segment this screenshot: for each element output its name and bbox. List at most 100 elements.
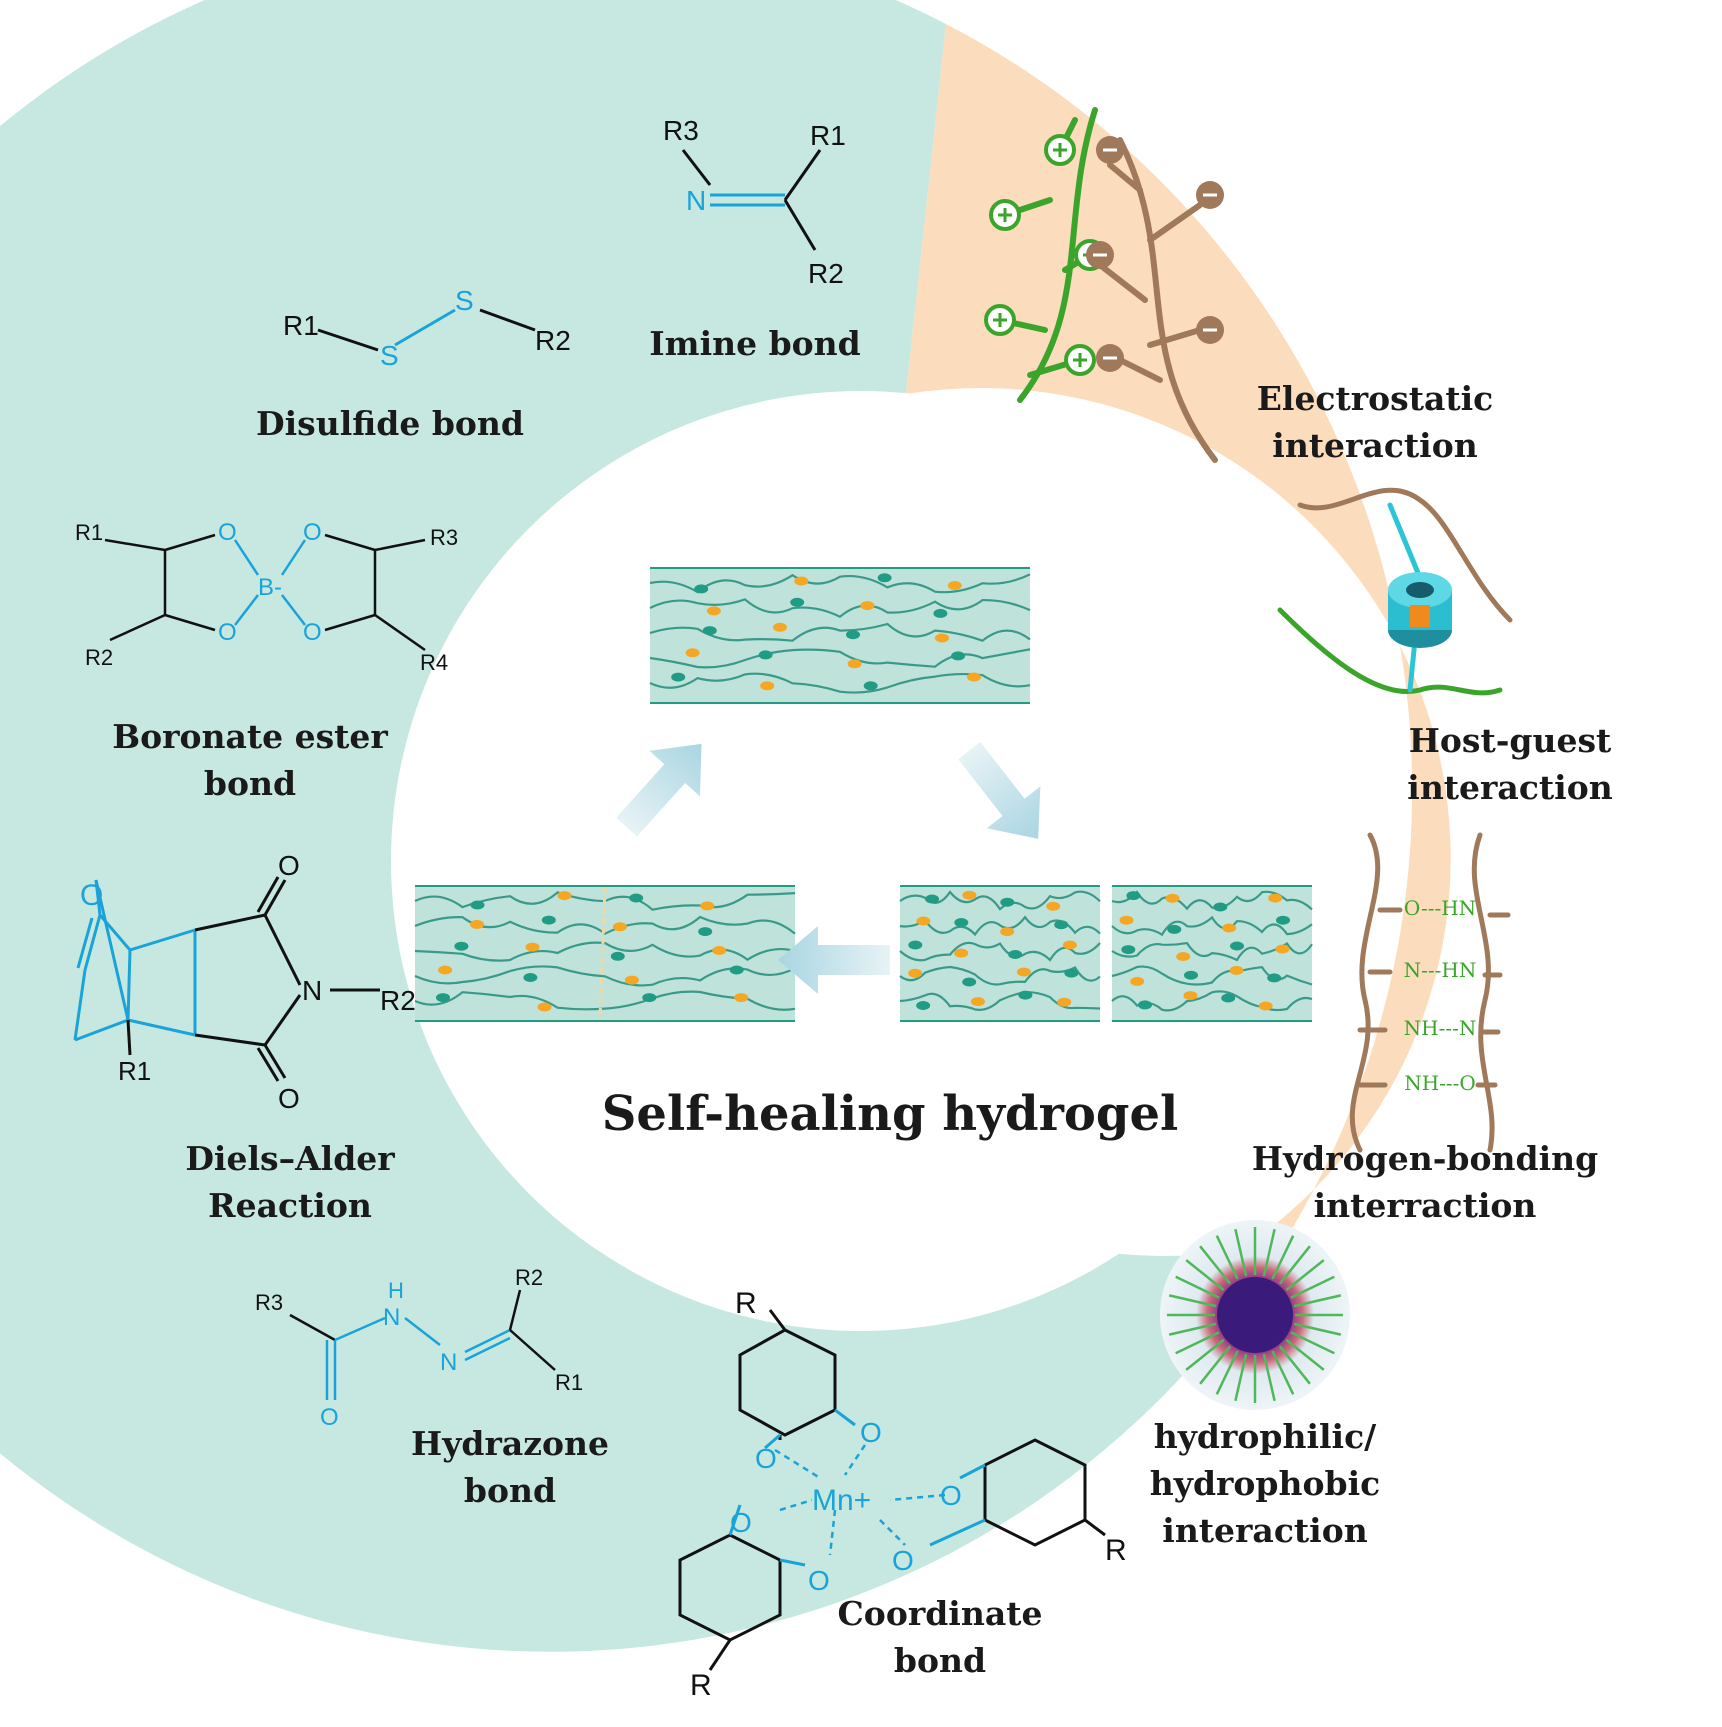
svg-text:O: O xyxy=(80,879,103,912)
coordinate-dashes xyxy=(774,1444,946,1556)
crosslink-bead xyxy=(925,894,940,904)
svg-text:R1: R1 xyxy=(810,120,846,151)
crosslink-bead xyxy=(1222,923,1237,933)
crosslink-bead xyxy=(671,672,686,682)
crosslink-bead xyxy=(1221,993,1236,1003)
crosslink-bead xyxy=(685,648,700,658)
polymer-chain xyxy=(899,990,1101,1011)
crosslink-bead xyxy=(1062,940,1077,950)
negative-charge-icon xyxy=(1096,136,1124,164)
healed-seam xyxy=(598,887,607,1020)
crosslink-bead xyxy=(523,973,538,982)
surfactant-chain xyxy=(1271,1350,1295,1395)
svg-text:O: O xyxy=(218,619,237,646)
crosslink-bead xyxy=(773,622,787,632)
center-disc xyxy=(391,391,1331,1331)
crosslink-bead xyxy=(947,581,962,590)
diels-alder-label-line2: Reaction xyxy=(208,1186,372,1225)
crosslink-bead xyxy=(933,608,948,618)
surfactant-chain xyxy=(1278,1345,1311,1385)
surfactant-chain xyxy=(1290,1275,1335,1299)
crosslink-bead xyxy=(846,630,860,640)
svg-text:O: O xyxy=(278,1083,300,1114)
crosslink-bead xyxy=(1138,1000,1152,1010)
noncovalent-sector xyxy=(906,24,1451,1267)
svg-text:R2: R2 xyxy=(808,258,844,289)
crosslink-bead xyxy=(1229,965,1244,975)
gel-cut-panel-left xyxy=(899,885,1101,1022)
crosslink-bead xyxy=(610,951,625,961)
imine-structure: R3 N R1 R2 xyxy=(663,115,846,289)
svg-text:R2: R2 xyxy=(535,325,571,356)
surfactant-chain xyxy=(1215,1235,1239,1280)
hydrogen-bond-pair: N---HN xyxy=(1404,958,1477,982)
crosslink-bead xyxy=(712,946,727,955)
disulfide-label: Disulfide bond xyxy=(256,404,524,443)
surfactant-chain xyxy=(1290,1331,1335,1355)
hydrazone-label-line2: bond xyxy=(464,1471,556,1510)
svg-text:O: O xyxy=(218,519,237,546)
crosslink-bead xyxy=(1046,901,1061,911)
svg-text:R3: R3 xyxy=(255,1290,283,1315)
svg-text:R: R xyxy=(690,1669,712,1702)
crosslink-bead xyxy=(1275,944,1290,954)
crosslink-bead xyxy=(962,977,977,987)
svg-text:O: O xyxy=(892,1545,914,1576)
positive-charge-icon xyxy=(989,199,1021,231)
surfactant-chain xyxy=(1185,1259,1225,1292)
svg-text:Mn+: Mn+ xyxy=(812,1484,871,1517)
disulfide-structure: R1 S S R2 xyxy=(283,285,571,371)
svg-text:N: N xyxy=(383,1304,400,1331)
svg-text:R: R xyxy=(1105,1534,1127,1567)
crosslink-bead xyxy=(951,651,966,661)
surfactant-chain xyxy=(1199,1245,1232,1285)
crosslink-bead xyxy=(700,901,715,911)
svg-text:R: R xyxy=(735,1287,757,1320)
crosslink-bead xyxy=(436,993,450,1003)
crosslink-bead xyxy=(525,942,540,952)
surfactant-chain xyxy=(1168,1294,1217,1308)
negative-charge-icon xyxy=(1096,344,1124,372)
surfactant-chain xyxy=(1234,1353,1248,1402)
crosslink-bead xyxy=(1000,897,1015,907)
crosslink-bead xyxy=(1000,927,1015,937)
crosslink-bead xyxy=(760,681,775,691)
crosslink-bead xyxy=(454,941,469,951)
positive-charge-icon xyxy=(1044,134,1076,166)
crosslink-bead xyxy=(642,993,657,1003)
diels-alder-structure: O O O N R2 R1 xyxy=(73,850,416,1114)
crosslink-bead xyxy=(541,915,556,925)
cycle-arrow-down xyxy=(958,741,1041,839)
crosslink-bead xyxy=(537,1002,552,1012)
crosslink-bead xyxy=(706,606,721,616)
surfactant-chain xyxy=(1168,1322,1217,1336)
crosslink-bead xyxy=(1130,976,1145,986)
surfactant-chain xyxy=(1262,1353,1276,1402)
negative-charge-icon xyxy=(1196,316,1224,344)
crosslink-bead xyxy=(954,918,969,927)
hydrogen-bond-pair: NH---N xyxy=(1404,1016,1477,1040)
crosslink-bead xyxy=(729,965,744,975)
svg-text:B-: B- xyxy=(258,574,282,601)
cyclodextrin-icon xyxy=(1388,572,1452,648)
svg-text:O: O xyxy=(303,519,322,546)
positive-charge-icon xyxy=(1064,344,1096,376)
svg-text:O: O xyxy=(755,1443,777,1474)
cycle-arrow-left xyxy=(778,926,890,994)
crosslink-bead xyxy=(970,997,985,1007)
crosslink-bead xyxy=(954,948,969,958)
diels-alder-label-line1: Diels–Alder xyxy=(185,1139,395,1178)
surfactant-chain xyxy=(1278,1245,1311,1285)
crosslink-bead xyxy=(470,900,485,910)
crosslink-bead xyxy=(794,576,809,586)
crosslink-bead xyxy=(916,1001,931,1010)
svg-text:R1: R1 xyxy=(75,520,103,545)
crosslink-bead xyxy=(863,681,878,691)
crosslink-bead xyxy=(557,891,572,901)
polymer-chain xyxy=(414,990,796,1011)
boronate-structure: R1 R2 R3 R4 O O O O B- xyxy=(75,519,458,675)
crosslink-bead xyxy=(1016,967,1031,977)
crosslink-bead xyxy=(1268,893,1283,903)
svg-text:H: H xyxy=(388,1278,404,1303)
svg-text:R4: R4 xyxy=(420,650,448,675)
